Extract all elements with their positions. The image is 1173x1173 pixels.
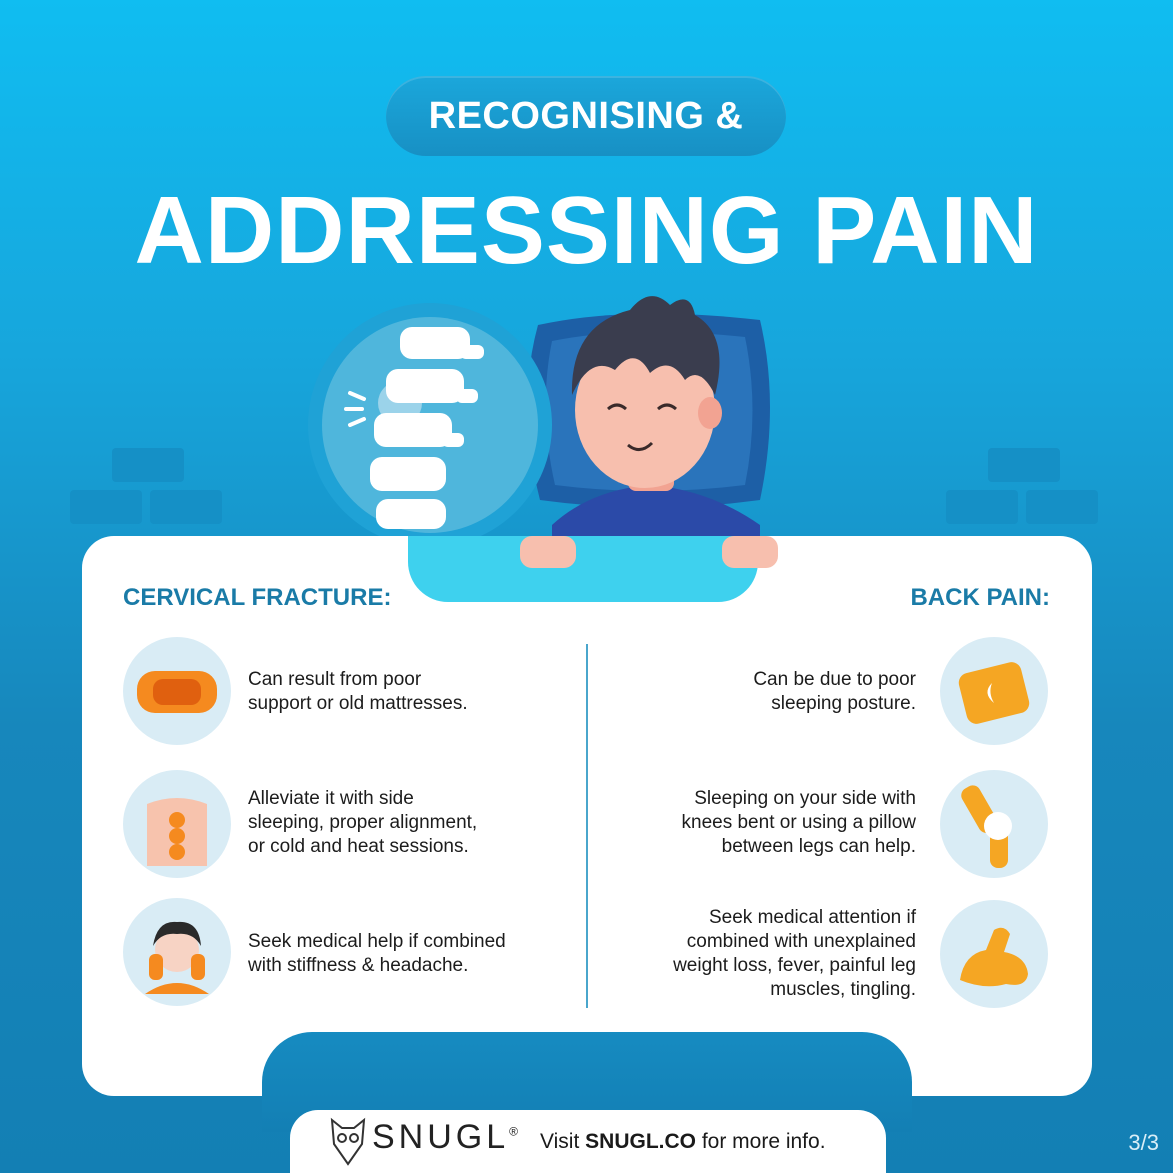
cervical-item-1: Can result from poor support or old matt… [248, 669, 468, 714]
footer-tab [290, 1110, 886, 1173]
back-item-3: Seek medical attention if combined with … [673, 907, 916, 1000]
back-heading: BACK PAIN: [910, 584, 1050, 611]
mattress-icon [123, 637, 231, 745]
back-item-2: Sleeping on your side with knees bent or… [681, 788, 916, 857]
owl-logo-icon [330, 1117, 366, 1166]
pillow-icon [940, 637, 1048, 745]
boy-hands [520, 536, 778, 568]
cervical-heading: CERVICAL FRACTURE: [123, 584, 392, 611]
cervical-item-2: Alleviate it with side sleeping, proper … [248, 788, 478, 857]
back-item-1: Can be due to poor sleeping posture. [753, 669, 916, 714]
page-title: ADDRESSING PAIN [134, 177, 1039, 284]
page-number: 3/3 [1128, 1130, 1159, 1155]
cervical-item-3: Seek medical help if combined with stiff… [248, 931, 506, 976]
footer-link-text: Visit SNUGL.CO for more info. [540, 1130, 826, 1153]
website-link[interactable]: SNUGL.CO [585, 1130, 696, 1153]
headache-person-icon [123, 898, 231, 1006]
back-spine-icon [123, 770, 231, 878]
column-divider [586, 644, 588, 1008]
blanket-edge [408, 536, 758, 602]
flexed-arm-icon [940, 900, 1048, 1008]
header-pill-text: RECOGNISING & [428, 94, 744, 137]
brand-logo: SNUGL® [372, 1118, 518, 1156]
knee-joint-icon [940, 770, 1048, 878]
header-pill: RECOGNISING & [386, 76, 786, 156]
